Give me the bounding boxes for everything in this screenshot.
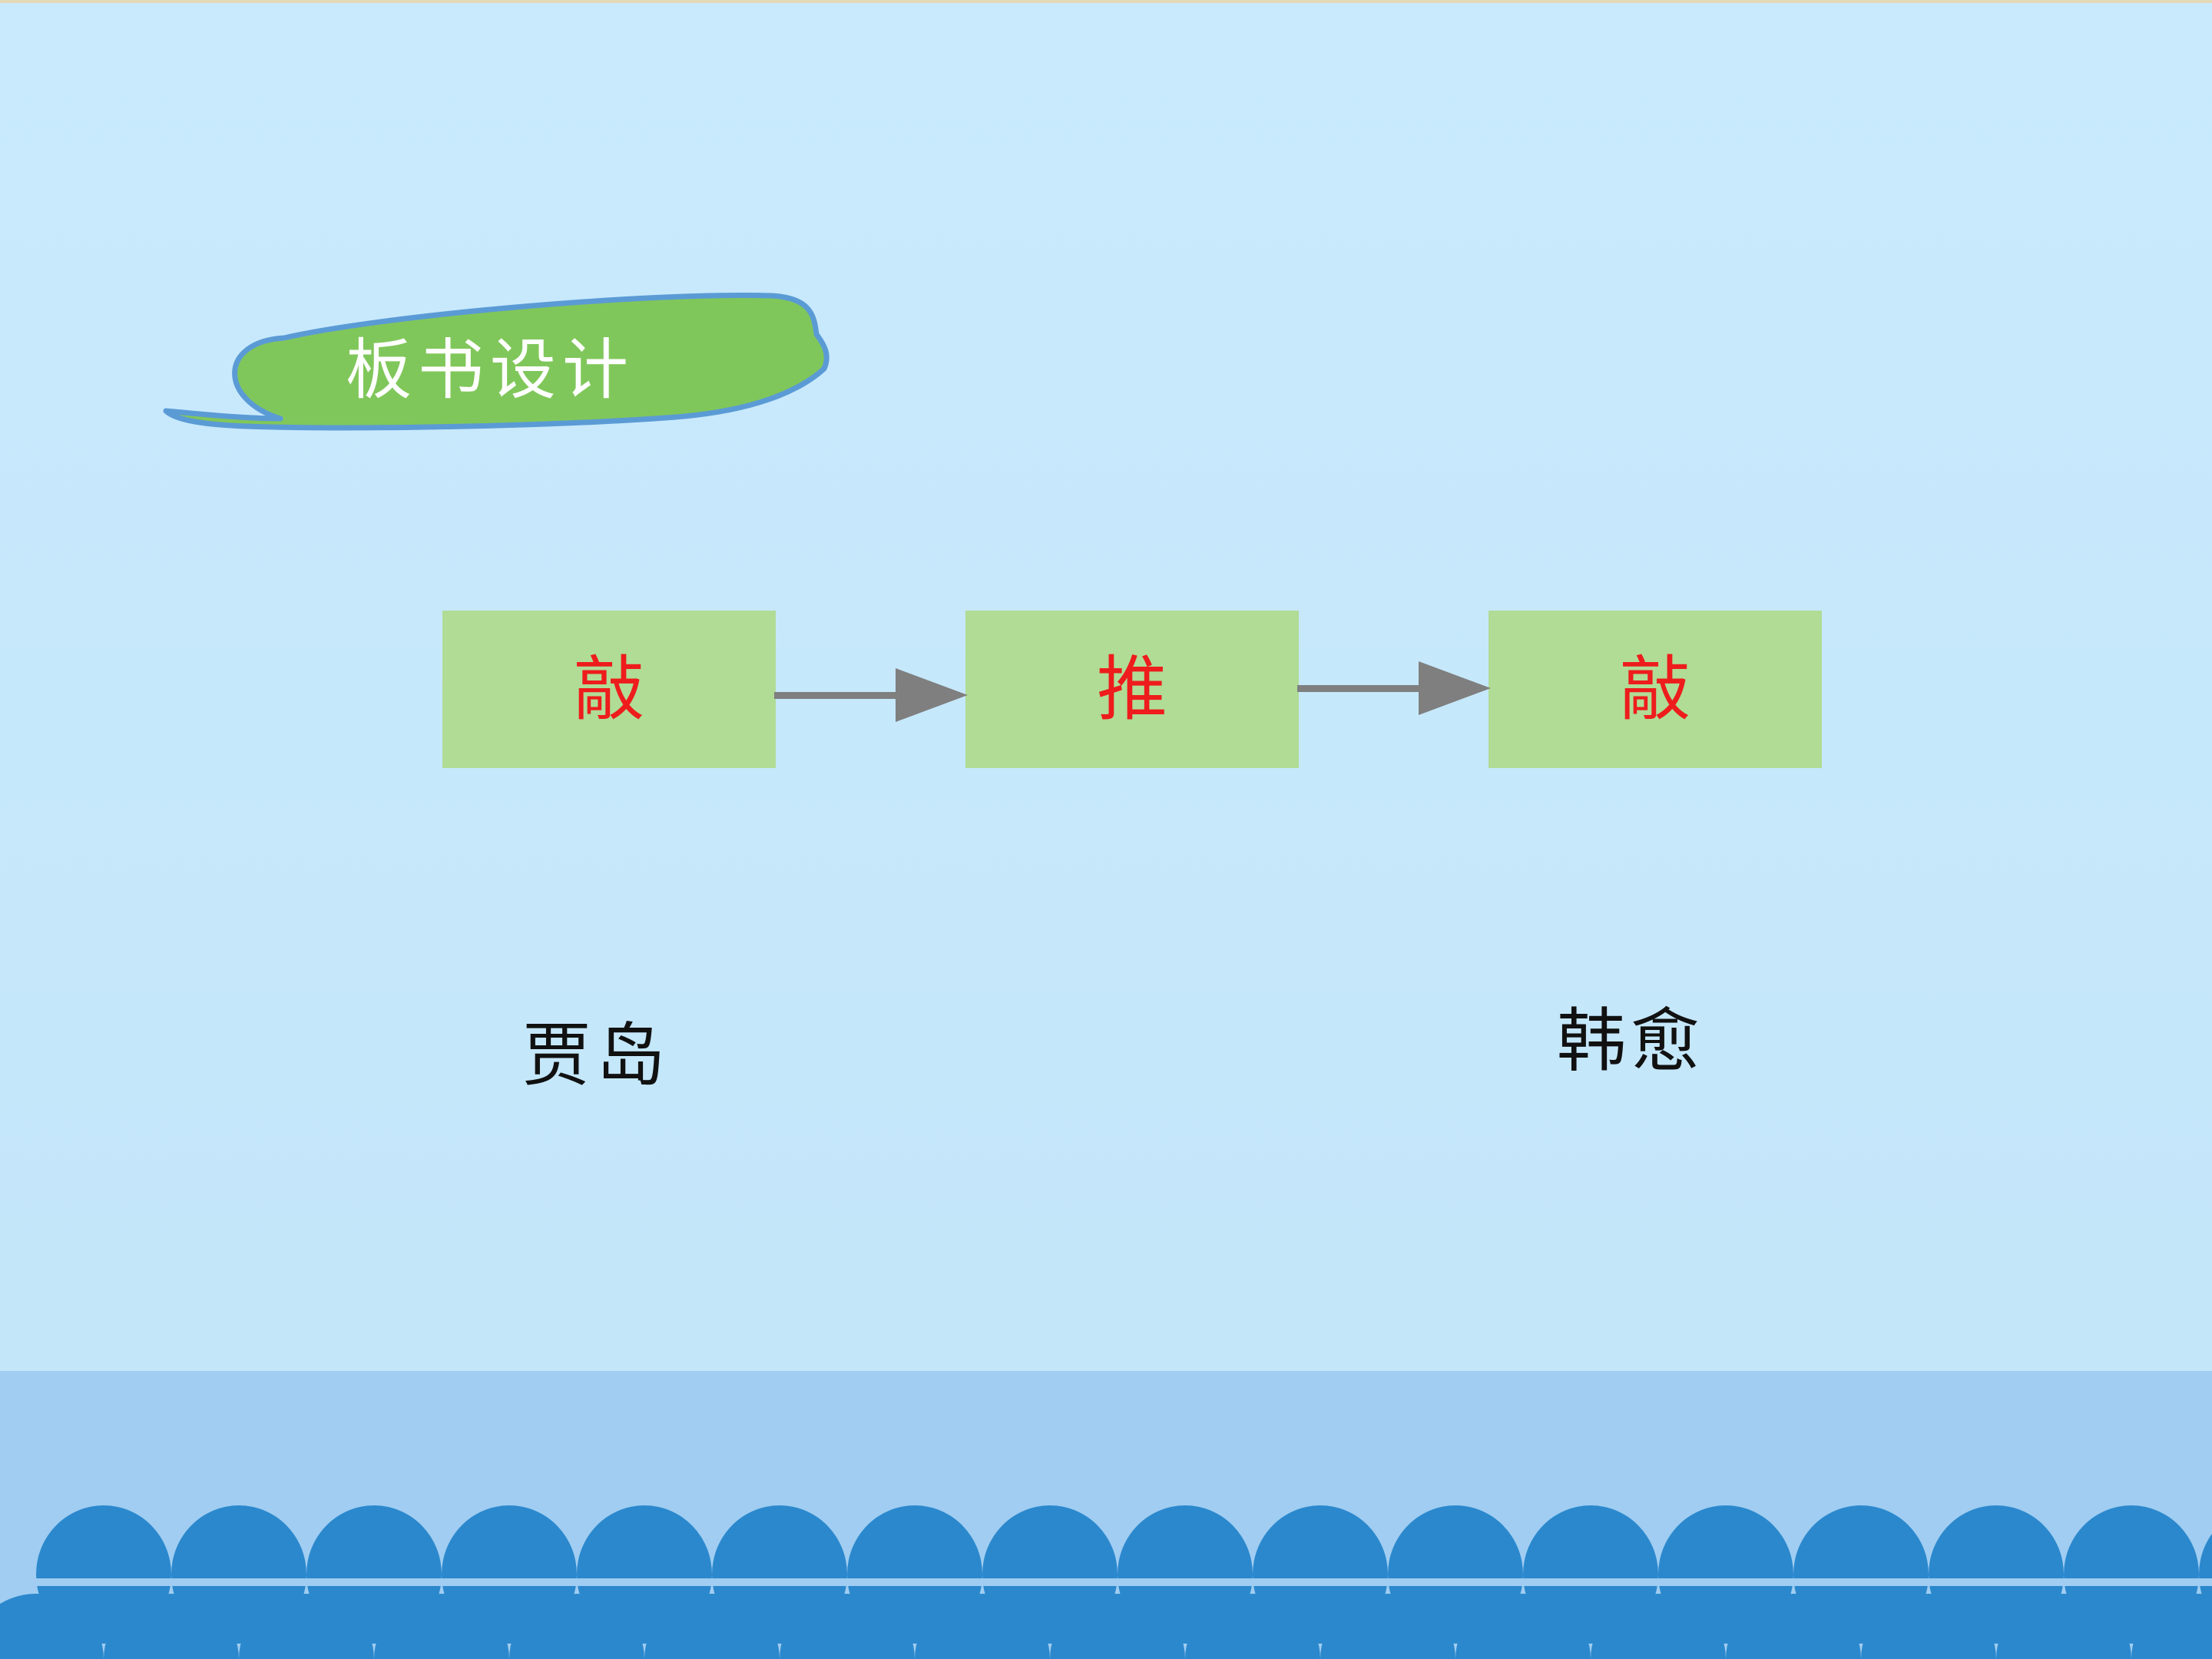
wave-scallop bbox=[1050, 1594, 1185, 1659]
flow-box-2: 推 bbox=[965, 611, 1299, 768]
wave-scallop bbox=[644, 1594, 780, 1659]
wave-scallop bbox=[915, 1594, 1050, 1659]
flow-box-3: 敲 bbox=[1488, 611, 1822, 768]
wave-scallop bbox=[1861, 1594, 1996, 1659]
wave-scallop bbox=[1455, 1594, 1591, 1659]
name-left: 贾岛 bbox=[522, 1015, 670, 1096]
wave-scallop bbox=[780, 1594, 915, 1659]
top-border bbox=[0, 0, 2212, 3]
wave-scallop bbox=[0, 1594, 104, 1659]
wave-gap bbox=[0, 1578, 2212, 1586]
flow-box-1-text: 敲 bbox=[573, 647, 644, 730]
arrow-right-icon bbox=[1297, 661, 1491, 715]
arrow-right-icon bbox=[774, 668, 968, 722]
wave-scallop bbox=[239, 1594, 374, 1659]
wave-scallop bbox=[509, 1594, 644, 1659]
wave-scallop bbox=[1185, 1594, 1320, 1659]
flow-box-2-text: 推 bbox=[1096, 647, 1167, 730]
wave-scallop bbox=[1320, 1594, 1455, 1659]
scallop-waves-icon bbox=[0, 1505, 2212, 1659]
name-right: 韩愈 bbox=[1557, 1001, 1704, 1081]
wave-scallop bbox=[2131, 1594, 2212, 1659]
leaf-banner-icon bbox=[163, 292, 830, 431]
flow-box-3-text: 敲 bbox=[1619, 647, 1690, 730]
page-title: 板书设计 bbox=[346, 332, 634, 409]
flow-box-1: 敲 bbox=[442, 611, 776, 768]
wave-scallop bbox=[104, 1594, 239, 1659]
wave-scallop bbox=[1726, 1594, 1861, 1659]
wave-scallop bbox=[374, 1594, 509, 1659]
wave-scallop bbox=[1591, 1594, 1726, 1659]
wave-scallop bbox=[1996, 1594, 2131, 1659]
